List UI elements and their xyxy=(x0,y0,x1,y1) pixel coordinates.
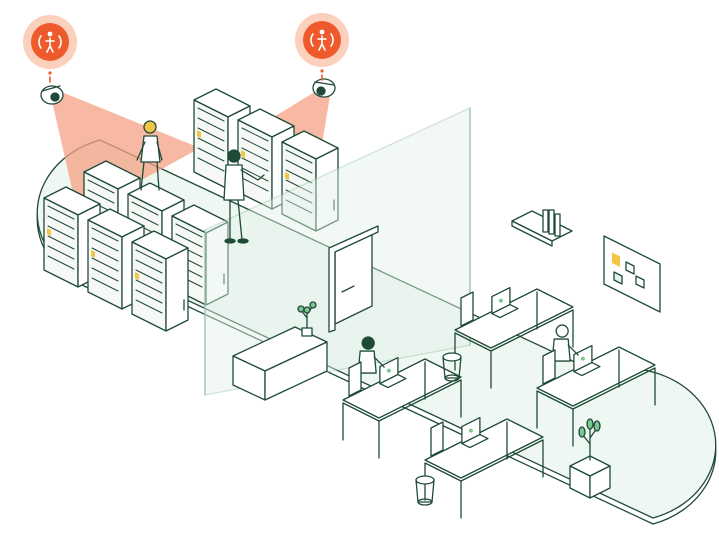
person-motion-alert-bubble-2 xyxy=(295,13,349,81)
pinboard xyxy=(603,235,661,313)
office-desks xyxy=(342,286,656,519)
desk-front-left xyxy=(342,336,462,459)
wall-shelf-books xyxy=(511,209,573,247)
planter-box xyxy=(569,418,611,499)
server-racks-back xyxy=(193,88,339,232)
server-racks-front xyxy=(43,160,229,332)
bench-with-plant xyxy=(232,301,328,401)
door xyxy=(328,225,379,333)
desk-back-left xyxy=(454,286,574,389)
person-motion-alert-bubble-1 xyxy=(23,15,77,83)
security-camera-right xyxy=(312,78,336,98)
motion-alerts xyxy=(23,13,349,83)
person-standing-woman xyxy=(136,120,163,191)
desk-back-right xyxy=(536,324,656,447)
person-standing-man xyxy=(223,149,265,244)
person-motion-alert-icon xyxy=(38,31,62,53)
security-camera-left xyxy=(40,85,64,105)
server-rack-back-3 xyxy=(281,130,339,232)
desk-front-right xyxy=(424,416,544,519)
server-rack-front-6 xyxy=(131,230,189,332)
person-motion-alert-icon xyxy=(310,29,334,51)
trash-bin-2 xyxy=(415,475,435,506)
trash-bin-1 xyxy=(442,352,462,382)
